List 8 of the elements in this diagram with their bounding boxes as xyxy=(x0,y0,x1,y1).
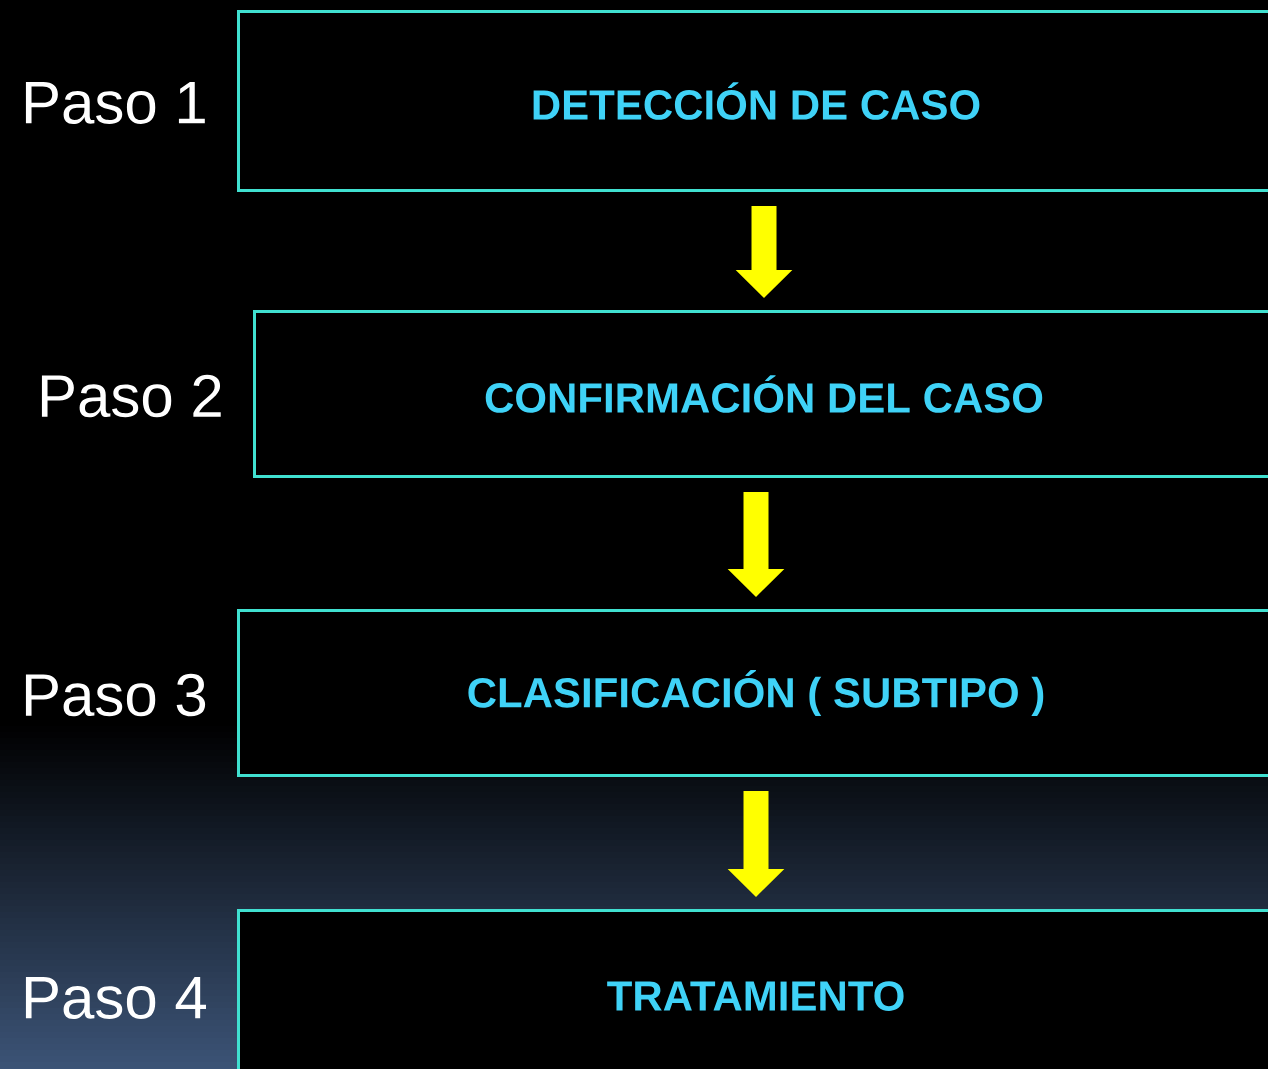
step-label: Paso 3 xyxy=(25,673,206,717)
step-label: Paso 2 xyxy=(41,374,221,418)
step-label: Paso 4 xyxy=(25,977,206,1019)
step-box: DETECCIÓN DE CASO xyxy=(237,10,1268,192)
step-box: TRATAMIENTO xyxy=(237,909,1268,1069)
step-box: CONFIRMACIÓN DEL CASO xyxy=(253,310,1268,478)
step-box: CLASIFICACIÓN ( SUBTIPO ) xyxy=(237,609,1268,777)
step-label: Paso 1 xyxy=(25,82,205,124)
